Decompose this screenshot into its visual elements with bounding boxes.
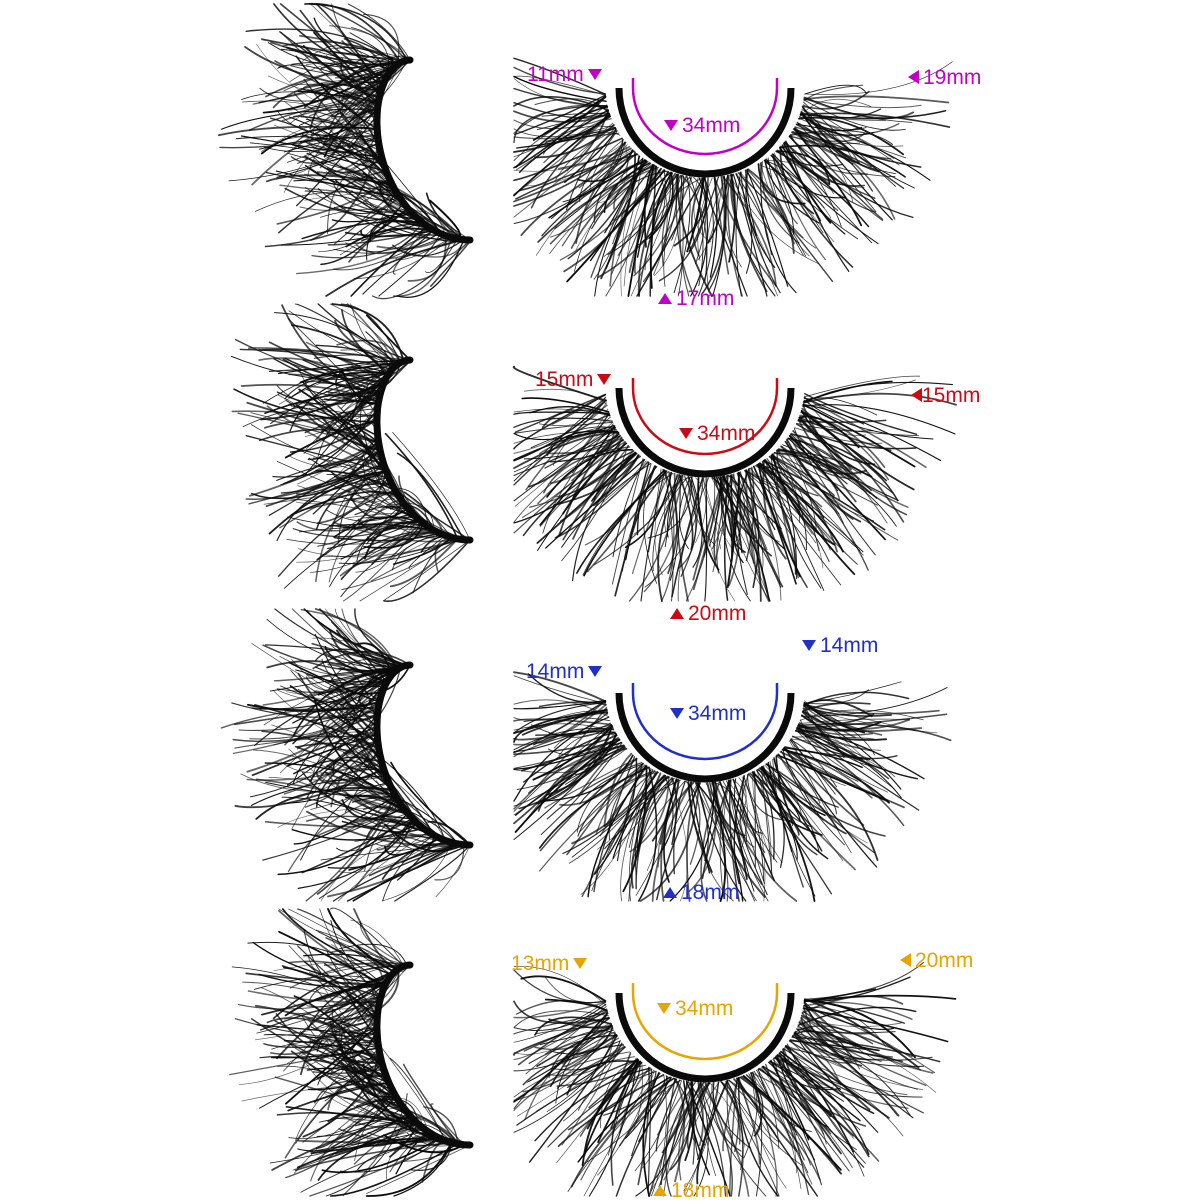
front-lash-image xyxy=(513,962,957,1197)
lash-band xyxy=(373,56,474,244)
left-triangle-icon xyxy=(900,953,911,968)
band-length-label: 34mm xyxy=(679,422,755,444)
lash-band xyxy=(615,692,795,783)
lash-band xyxy=(373,961,474,1149)
left-length-label: 15mm xyxy=(535,368,612,390)
center-length-label: 18mm xyxy=(653,1179,729,1201)
band-length-label: 34mm xyxy=(670,702,746,724)
center-length-label: 18mm xyxy=(663,881,739,903)
measurement-arc xyxy=(631,983,779,1061)
right-length-label: 15mm xyxy=(911,384,980,406)
front-lash-image xyxy=(512,365,957,602)
right-length-label: 20mm xyxy=(900,949,973,971)
lash-strands xyxy=(512,365,957,602)
front-lash-image xyxy=(513,671,952,902)
left-length-label: 14mm xyxy=(526,660,603,682)
lash-band xyxy=(615,87,795,178)
lash-band xyxy=(373,356,474,544)
band-inner xyxy=(623,68,787,170)
left-length-label: 13mm xyxy=(511,952,588,974)
measurement-arc xyxy=(631,683,779,761)
up-triangle-icon xyxy=(663,886,677,898)
lash-band xyxy=(615,387,795,478)
down-triangle-icon xyxy=(679,427,693,439)
lash-row-1: 11mm 34mm 19mm 17mm xyxy=(0,0,1200,309)
lash-band xyxy=(373,661,474,849)
center-length-label: 17mm xyxy=(658,287,734,309)
lash-strands xyxy=(513,962,957,1197)
band-inner xyxy=(623,973,787,1075)
right-length-label: 14mm xyxy=(802,634,878,656)
lash-row-3: 14mm 34mm 14mm 18mm xyxy=(0,605,1200,905)
left-triangle-icon xyxy=(908,70,919,85)
side-lash-image xyxy=(230,303,474,602)
band-length-label: 34mm xyxy=(657,997,733,1019)
lash-strands xyxy=(230,303,471,602)
down-triangle-icon xyxy=(657,1002,671,1014)
lash-band xyxy=(615,992,795,1083)
lash-strands xyxy=(513,671,952,902)
down-triangle-icon xyxy=(664,119,678,131)
up-triangle-icon xyxy=(653,1184,667,1196)
up-triangle-icon xyxy=(670,607,684,619)
lash-strands xyxy=(513,57,953,297)
lash-row-2: 15mm 34mm 15mm 20mm xyxy=(0,300,1200,624)
lash-strands xyxy=(220,608,471,902)
right-length-label: 19mm xyxy=(908,66,981,88)
down-triangle-icon xyxy=(587,68,602,80)
side-lash-image xyxy=(229,907,474,1197)
down-triangle-icon xyxy=(597,373,612,385)
down-triangle-icon xyxy=(802,639,816,651)
left-length-label: 11mm xyxy=(527,63,602,85)
center-length-label: 20mm xyxy=(670,602,746,624)
down-triangle-icon xyxy=(670,707,684,719)
front-lash-image xyxy=(513,57,953,297)
band-length-label: 34mm xyxy=(664,114,740,136)
measurement-arc xyxy=(631,78,779,156)
band-inner xyxy=(623,368,787,470)
measurement-arc xyxy=(631,378,779,456)
down-triangle-icon xyxy=(588,665,603,677)
lash-strands xyxy=(229,907,471,1197)
band-inner xyxy=(623,673,787,775)
side-lash-image xyxy=(217,2,474,300)
up-triangle-icon xyxy=(658,292,672,304)
lash-strands xyxy=(217,2,472,300)
left-triangle-icon xyxy=(911,388,922,403)
side-lash-image xyxy=(220,608,474,902)
lash-row-4: 13mm 34mm 20mm 18mm xyxy=(0,905,1200,1201)
down-triangle-icon xyxy=(573,957,588,969)
